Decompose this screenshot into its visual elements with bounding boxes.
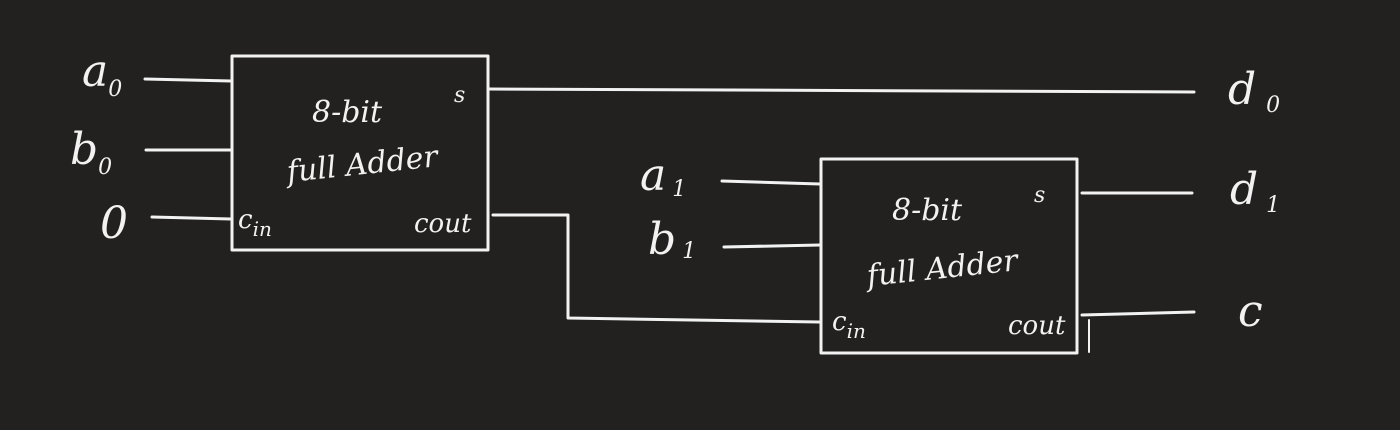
input-b0-label: b0 [70, 124, 112, 180]
wire-a1 [720, 179, 822, 186]
adder-1-sum-port-label: s [454, 83, 465, 108]
wire-c-out [1080, 310, 1196, 317]
wire-d0 [487, 87, 1196, 94]
adder-2-title-line2: full Adder [863, 243, 1021, 294]
input-carry-zero-label: 0 [100, 198, 128, 249]
output-c-label: c [1238, 286, 1263, 337]
adder-2-sum-port-label: s [1034, 183, 1045, 208]
adder-1-cout-label: cout [414, 209, 472, 239]
wire-a0 [143, 77, 233, 83]
adder-2-box [819, 157, 1079, 355]
wire-cin-1 [150, 215, 233, 221]
wire-b1 [722, 243, 822, 249]
wire-carry-cascade [491, 213, 821, 324]
adder-1-title-line1: 8-bit [312, 95, 383, 130]
input-a0-label: a0 [82, 46, 122, 102]
adder-2-title-line1: 8-bit [892, 193, 963, 228]
adder-2-cout-label: cout [1008, 311, 1066, 341]
adder-2-cin-label: cin [832, 307, 866, 343]
adder-1-box [230, 54, 490, 252]
adder-1-title-line2: full Adder [283, 139, 441, 190]
adder-1-cin-label: cin [238, 205, 272, 241]
